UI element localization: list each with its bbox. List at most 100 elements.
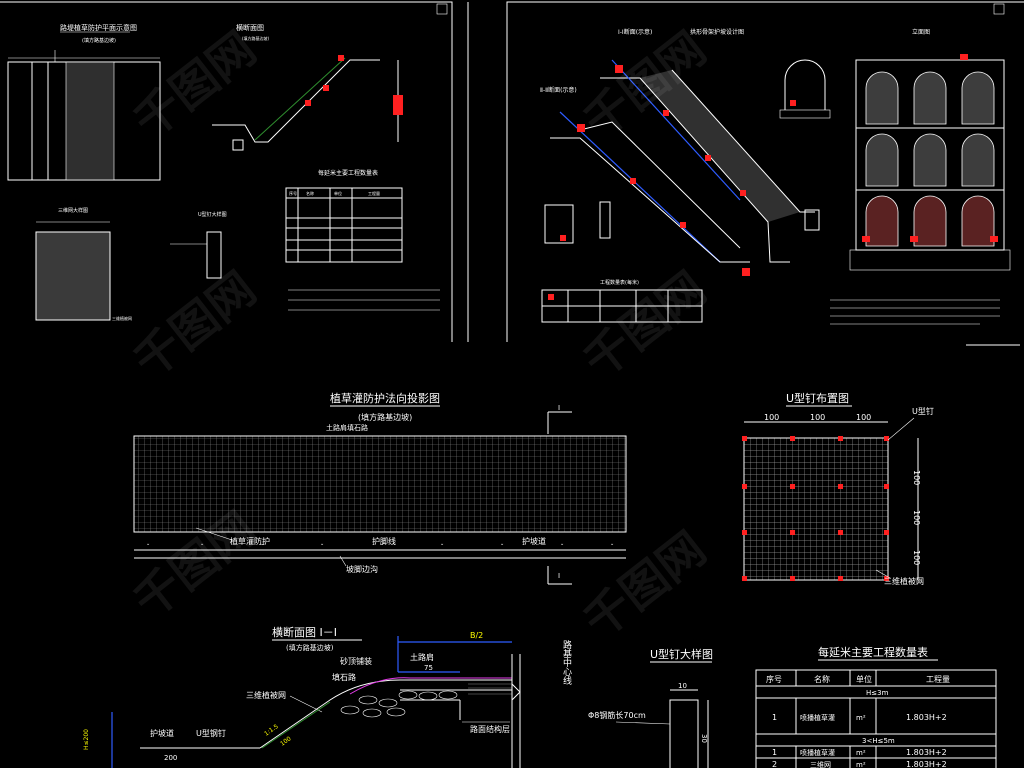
plan-strip bbox=[7, 50, 161, 181]
marker-bottom: I bbox=[558, 572, 560, 580]
nail-width: 10 bbox=[678, 682, 687, 690]
mesh-square: 三维网大样图 三维植被网 bbox=[35, 207, 132, 321]
section-title: 横断面图 bbox=[236, 23, 264, 32]
tr-section-title: I-I断面(示意) bbox=[618, 28, 652, 36]
tr-frame-title: 拱形骨架护坡设计图 bbox=[690, 28, 744, 36]
svg-text:1: 1 bbox=[772, 713, 777, 722]
arch-sketch bbox=[779, 59, 831, 119]
svg-text:千图网: 千图网 bbox=[124, 21, 266, 149]
net-label-section: 三维植被网 bbox=[246, 690, 286, 700]
svg-text:⌄: ⌄ bbox=[260, 541, 264, 547]
qty-row: 2 三维网 m² 1.803H+2 bbox=[772, 760, 947, 768]
svg-text:m²: m² bbox=[856, 761, 866, 768]
projection-view: 植草灌防护法向投影图 (填方路基边坡) I I 土路肩填石路 ⌄⌄⌄ ⌄⌄⌄ ⌄… bbox=[133, 391, 627, 585]
svg-text:单位: 单位 bbox=[856, 674, 872, 684]
svg-text:1.803H+2: 1.803H+2 bbox=[906, 713, 947, 722]
nail-title: U型钉大样图 bbox=[198, 211, 227, 218]
center-label: 路基中心线 bbox=[561, 639, 572, 685]
qty-table: 每延米主要工程数量表 序号 名称 单位 工程量 H≤3m 3<H≤5m 1 喷播… bbox=[755, 645, 997, 768]
svg-text:千图网: 千图网 bbox=[124, 261, 266, 389]
svg-text:(填方路基边坡): (填方路基边坡) bbox=[82, 37, 116, 44]
qty-group1: H≤3m bbox=[866, 689, 889, 697]
proj-label-mid: 护脚线 bbox=[372, 536, 396, 546]
svg-text:100: 100 bbox=[912, 550, 921, 565]
proj-label-right: 护坡道 bbox=[522, 536, 546, 546]
drain-detail bbox=[544, 201, 611, 244]
projection-subtitle: (填方路基边坡) bbox=[358, 412, 412, 422]
nail-length: 30 bbox=[700, 734, 708, 743]
top-left-sheet: 路堤植草防护平面示意图 (填方路基边坡) 三维网大样图 三维植被网 横断面图 (… bbox=[7, 23, 440, 321]
svg-text:喷播植草灌: 喷播植草灌 bbox=[800, 748, 835, 757]
height-dim: H≤200 bbox=[83, 729, 90, 750]
top-right-sheet: I-I断面(示意) 拱形骨架护坡设计图 Ⅱ-Ⅱ断面(示意) bbox=[540, 28, 1011, 325]
projection-title: 植草灌防护法向投影图 bbox=[330, 391, 440, 405]
svg-text:⌄: ⌄ bbox=[200, 541, 204, 547]
stepped-chute bbox=[550, 59, 820, 276]
shoulder-label: 土路肩 bbox=[410, 652, 434, 662]
svg-text:100: 100 bbox=[810, 413, 825, 422]
nail-label-section: U型钢钉 bbox=[196, 728, 226, 738]
shoulder-dim: 75 bbox=[424, 664, 433, 672]
nail-layout-title: U型钉布置图 bbox=[786, 391, 849, 405]
net-label: 三维植被网 bbox=[884, 576, 924, 586]
svg-text:m²: m² bbox=[856, 749, 866, 757]
svg-text:名称: 名称 bbox=[814, 674, 830, 684]
svg-text:100: 100 bbox=[764, 413, 779, 422]
svg-text:喷播植草灌: 喷播植草灌 bbox=[800, 713, 835, 722]
svg-text:工程量: 工程量 bbox=[368, 190, 380, 196]
svg-text:1: 1 bbox=[772, 748, 777, 757]
svg-text:⌄: ⌄ bbox=[610, 541, 614, 547]
tr-qty-table: 工程数量表(每米) bbox=[541, 279, 1000, 325]
slope-ratio: 1:1.5 bbox=[263, 723, 280, 738]
plan-title: 路堤植草防护平面示意图 bbox=[60, 23, 137, 32]
svg-text:序号: 序号 bbox=[766, 674, 782, 684]
svg-text:⌄: ⌄ bbox=[440, 541, 444, 547]
fill-label: 填石路 bbox=[332, 672, 356, 682]
pavement-label: 路面结构层 bbox=[470, 724, 510, 734]
slope-sketch: 横断面图 (填方路基边坡) bbox=[212, 23, 403, 151]
berm-dim: 200 bbox=[164, 754, 177, 762]
svg-text:三维网大样图: 三维网大样图 bbox=[58, 207, 88, 214]
svg-text:⌄: ⌄ bbox=[560, 541, 564, 547]
elevation-view: 立面图 bbox=[849, 28, 1011, 271]
u-nail-detail: U型钉大样图 10 30 Φ8钢筋长70cm bbox=[588, 647, 713, 768]
svg-text:单位: 单位 bbox=[334, 190, 342, 196]
cross-section: 横断面图 I－I (填方路基边坡) B/2 土路肩 75 砂顶铺装 填石路 三维 bbox=[83, 625, 572, 768]
svg-text:2: 2 bbox=[772, 760, 777, 768]
section-title-main: 横断面图 I－I bbox=[272, 625, 337, 639]
section-subtitle: (填方路基边坡) bbox=[286, 643, 334, 652]
svg-text:100: 100 bbox=[912, 470, 921, 485]
pebble-label: 砂顶铺装 bbox=[340, 656, 372, 666]
nail-note: Φ8钢筋长70cm bbox=[588, 710, 646, 720]
small-table-title: 每延米主要工程数量表 bbox=[318, 169, 378, 177]
tr-flow-title: Ⅱ-Ⅱ断面(示意) bbox=[540, 86, 577, 94]
svg-text:⌄: ⌄ bbox=[500, 541, 504, 547]
svg-text:⌄: ⌄ bbox=[320, 541, 324, 547]
svg-text:m²: m² bbox=[856, 714, 866, 722]
small-qty-table: 每延米主要工程数量表 序号 名称 单位 工程量 bbox=[285, 169, 440, 311]
svg-text:三维网: 三维网 bbox=[810, 760, 831, 768]
svg-text:100: 100 bbox=[912, 510, 921, 525]
svg-text:(填方路基边坡): (填方路基边坡) bbox=[242, 35, 270, 41]
sheet-borders bbox=[0, 1, 1024, 346]
nail-layout: U型钉布置图 100 100 100 100 100 100 U型钉 三维植被网 bbox=[742, 391, 934, 586]
svg-text:⌄: ⌄ bbox=[146, 541, 150, 547]
proj-label-left: 植草灌防护 bbox=[230, 536, 270, 546]
half-width: B/2 bbox=[470, 631, 483, 640]
svg-text:1.803H+2: 1.803H+2 bbox=[906, 748, 947, 757]
qty-row: 1 喷播植草灌 m² 1.803H+2 bbox=[772, 713, 947, 722]
svg-text:序号: 序号 bbox=[289, 190, 297, 196]
u-nail-sketch: U型钉大样图 bbox=[170, 211, 227, 279]
proj-label-bottom: 坡脚边沟 bbox=[346, 564, 378, 574]
svg-text:千图网: 千图网 bbox=[574, 521, 716, 649]
qty-group2: 3<H≤5m bbox=[862, 737, 895, 745]
svg-text:三维植被网: 三维植被网 bbox=[112, 315, 132, 321]
svg-text:⌄: ⌄ bbox=[380, 541, 384, 547]
svg-text:1.803H+2: 1.803H+2 bbox=[906, 760, 947, 768]
berm-label: 护坡道 bbox=[150, 728, 174, 738]
watermark: 千图网 千图网 千图网 千图网 千图网 千图网 bbox=[124, 21, 716, 649]
nail-detail-title: U型钉大样图 bbox=[650, 647, 713, 661]
marker-top: I bbox=[558, 404, 560, 412]
tr-table-title: 工程数量表(每米) bbox=[600, 279, 639, 286]
